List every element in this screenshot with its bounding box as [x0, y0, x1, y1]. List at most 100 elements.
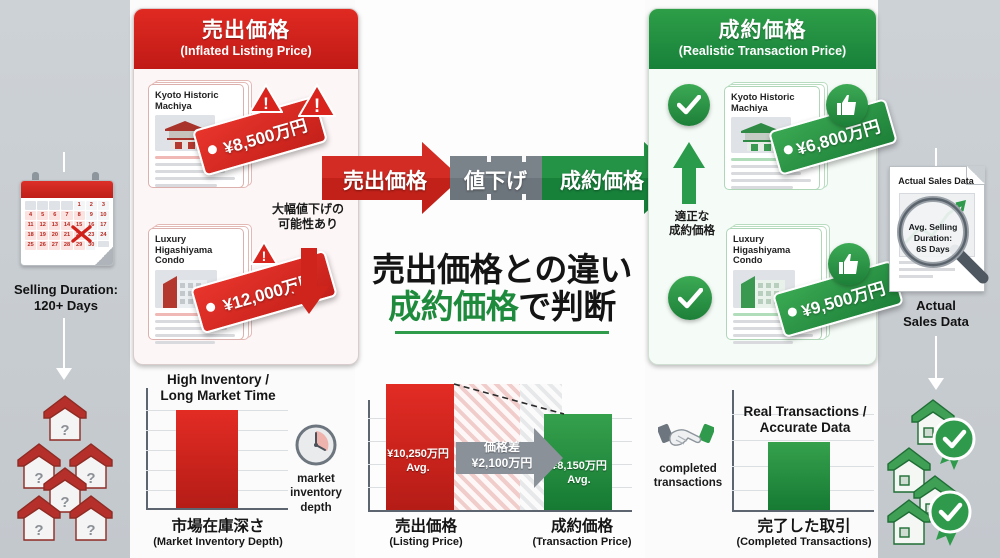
transaction-price-title-jp: 成約価格: [718, 18, 807, 42]
calendar-day: 25: [25, 241, 37, 250]
completed-transactions-bar: [768, 442, 830, 510]
ctl-line2: transactions: [653, 477, 723, 490]
transaction-card-1-title: Kyoto Historic Machiya: [731, 92, 795, 113]
center-chart-label-listing-en: (Listing Price): [389, 536, 463, 548]
midl-line3: depth: [300, 501, 332, 514]
down-arrow-right-icon: [928, 378, 944, 390]
asd-caption-line1: Actual: [916, 298, 956, 313]
svg-text:!: !: [262, 248, 267, 264]
calendar-day: [61, 201, 73, 210]
price-drop-note-line1: 大幅値下げの: [271, 202, 344, 216]
calendar-day: 11: [25, 221, 37, 230]
down-arrow-red-icon: [289, 248, 329, 314]
connector-bottom-right: [935, 336, 937, 378]
avg-selling-line2: Duration:: [913, 233, 953, 244]
warning-triangle-icon: !: [298, 83, 336, 118]
gap-dashed-line: [453, 383, 565, 415]
check-circle-icon: [668, 84, 710, 126]
right-chart-axis-label: 完了した取引 (Completed Transactions): [726, 514, 882, 548]
ctl-line1: completed: [659, 463, 717, 475]
avg-selling-line3: 6S Days: [916, 244, 950, 255]
calendar-day: 3: [97, 201, 109, 210]
up-arrow-green-icon: [673, 142, 705, 204]
listing-price-title-en: (Inflated Listing Price): [180, 44, 312, 59]
fair-price-note-line1: 適正な: [674, 211, 710, 223]
listing-price-bar-value-text: ¥10,250万円 Avg.: [387, 448, 449, 474]
calendar-day: [49, 201, 61, 210]
price-difference-label: 価格差 ¥2,100万円: [458, 440, 546, 471]
flow-left-label: 売出価格: [343, 170, 427, 193]
transaction-price-flow-arrow: [542, 142, 683, 214]
calendar-day: [37, 201, 49, 210]
asd-caption-line2: Sales Data: [903, 313, 969, 329]
connector-top-right: [935, 148, 937, 166]
calendar-day: [25, 201, 37, 210]
calendar-day: 20: [49, 231, 61, 240]
flow-middle-label: 値下げ: [464, 170, 527, 193]
calendar-day: 28: [61, 241, 73, 250]
selling-duration-label: Selling Duration: 120+ Days: [4, 282, 128, 313]
midl-line1: market: [297, 473, 335, 485]
calendar-day: 9: [85, 211, 97, 220]
calendar-day: 8: [73, 211, 85, 220]
calendar-day: 18: [25, 231, 37, 240]
calendar-day: 14: [61, 221, 73, 230]
left-chart-axis-label: 市場在庫深さ (Market Inventory Depth): [140, 514, 296, 548]
listing-price-flow-arrow: [322, 142, 461, 214]
left-chart-title-line2: Long Market Time: [160, 387, 276, 403]
svg-text:?: ?: [86, 522, 95, 539]
svg-text:?: ?: [60, 422, 69, 439]
avg-selling-duration-text: Avg. Selling Duration: 6S Days: [903, 222, 963, 256]
right-transactions-chart: [732, 390, 874, 512]
calendar-day: 1: [73, 201, 85, 210]
center-chart-label-transaction: 成約価格 (Transaction Price): [512, 514, 652, 548]
midl-line2: inventory: [290, 487, 342, 500]
magnifier-icon: [893, 194, 993, 291]
price-difference-arrow: [456, 428, 563, 488]
transaction-price-header: 成約価格 (Realistic Transaction Price): [649, 9, 876, 69]
calendar-day: 10: [97, 211, 109, 220]
calendar-day: 7: [61, 211, 73, 220]
thumbs-up-icon: [828, 243, 870, 285]
price-difference-value: ¥2,100万円: [471, 455, 533, 470]
headline-line1: 売出価格との違い: [372, 251, 632, 288]
left-inventory-chart: [146, 388, 288, 510]
calendar-day: 30: [85, 241, 97, 250]
headline-underline: [395, 330, 609, 334]
calendar-day: 23: [85, 231, 97, 240]
transaction-price-bar-value-text: ¥8,150万円 Avg.: [551, 460, 607, 486]
completed-transactions-label: completed transactions: [648, 462, 728, 491]
listing-card-2-title: Luxury Higashiyama Condo: [155, 234, 213, 266]
calendar-day: 26: [37, 241, 49, 250]
flow-right-label: 成約価格: [560, 170, 644, 193]
clock-icon: [295, 424, 337, 471]
check-circle-icon: [668, 276, 712, 320]
verified-houses-icon: [884, 394, 992, 548]
calendar-day: 6: [49, 211, 61, 220]
calendar-day: 16: [85, 221, 97, 230]
listing-price-header: 売出価格 (Inflated Listing Price): [134, 9, 358, 69]
selling-duration-line1: Selling Duration:: [14, 282, 118, 297]
calendar-day: 19: [37, 231, 49, 240]
calendar-day: 27: [49, 241, 61, 250]
warning-triangle-icon: !: [249, 83, 283, 114]
price-drop-note-line2: 可能性あり: [277, 217, 338, 231]
actual-sales-data-caption: Actual Sales Data: [884, 298, 988, 329]
calendar-day: 12: [37, 221, 49, 230]
fair-price-note: 適正な 成約価格: [662, 210, 722, 239]
calendar-day: 4: [25, 211, 37, 220]
svg-text:?: ?: [60, 494, 69, 511]
center-chart-label-transaction-en: (Transaction Price): [532, 536, 632, 548]
avg-selling-line1: Avg. Selling: [908, 222, 958, 232]
question-houses-icon: ? ? ? ?: [10, 390, 120, 548]
actual-sales-data-doc-title: Actual Sales Data: [898, 176, 974, 186]
connector-bottom-left: [63, 318, 65, 368]
listing-card-1[interactable]: Kyoto Historic Machiya: [148, 80, 252, 188]
down-arrow-left-icon: [56, 368, 72, 380]
calendar-day: 5: [37, 211, 49, 220]
transaction-price-bar-value: ¥8,150万円 Avg.: [545, 460, 613, 488]
right-chart-title-line2: Accurate Data: [759, 419, 851, 435]
calendar-day: 2: [85, 201, 97, 210]
calendar-day: 17: [97, 221, 109, 230]
